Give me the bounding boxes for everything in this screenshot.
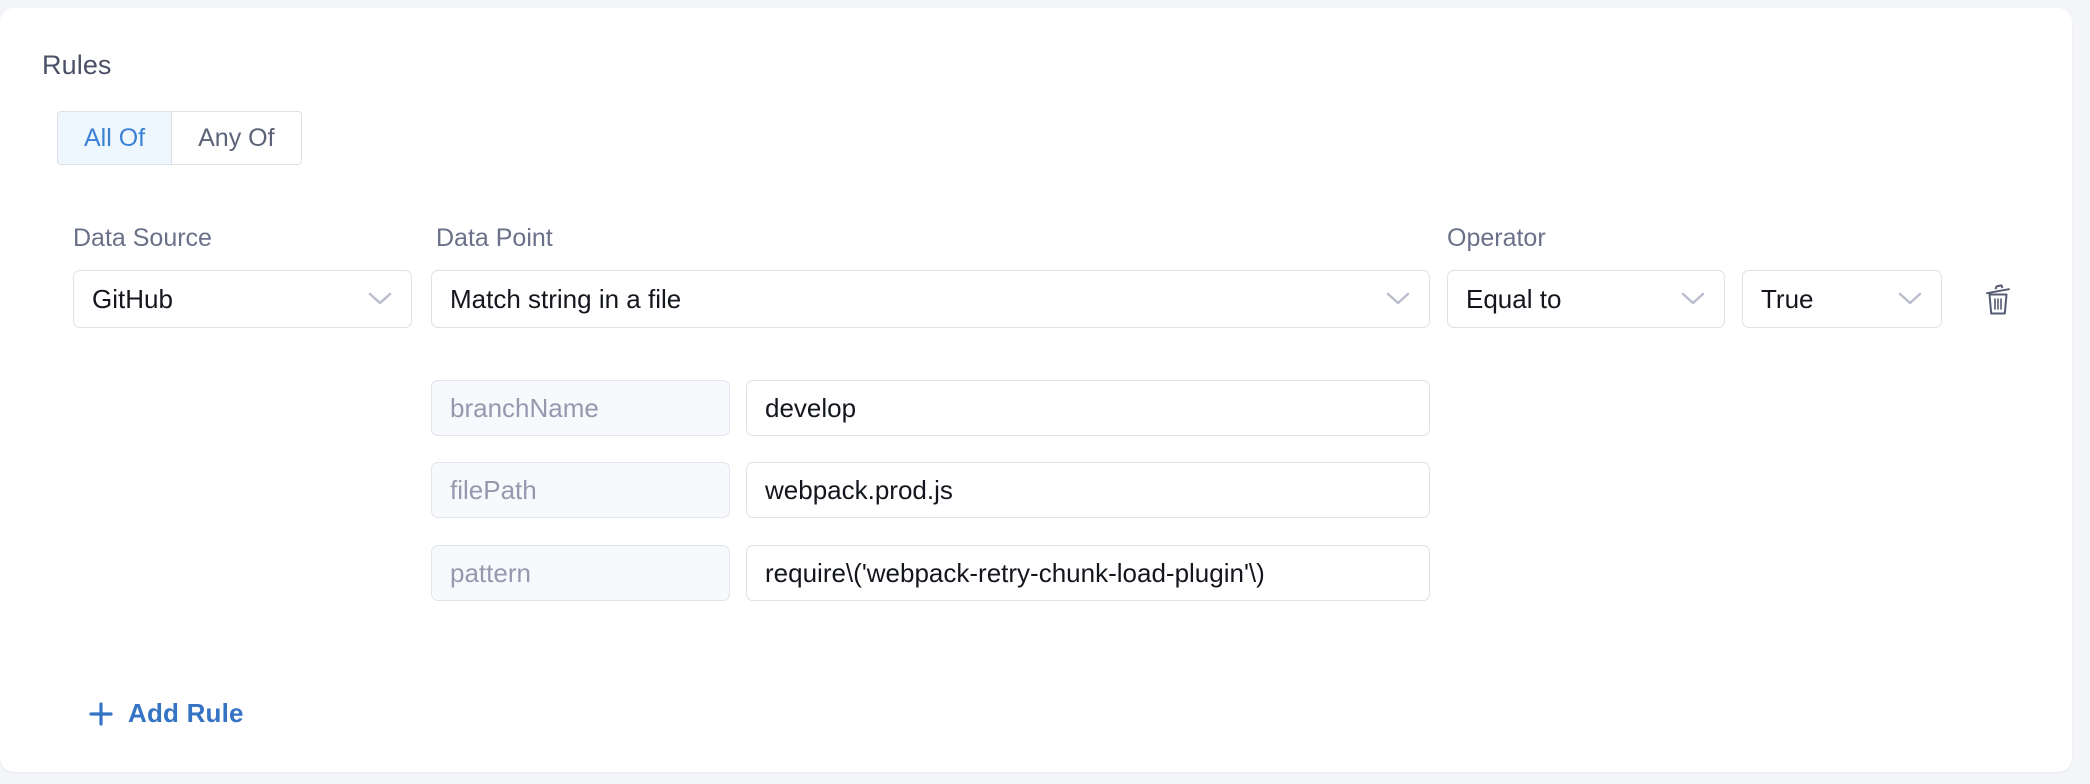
operator-label: Operator	[1447, 224, 1546, 252]
parameter-key-pattern: pattern	[431, 545, 730, 601]
rules-panel-card: Rules All Of Any Of Data Source Data Poi…	[0, 8, 2072, 772]
trash-icon	[1986, 284, 2010, 315]
data-source-label: Data Source	[73, 224, 212, 252]
parameter-row: filePath webpack.prod.js	[0, 462, 2072, 518]
data-source-value: GitHub	[92, 283, 173, 314]
match-mode-all-of-button[interactable]: All Of	[58, 112, 172, 164]
parameter-value-filepath[interactable]: webpack.prod.js	[746, 462, 1430, 518]
add-rule-button[interactable]: Add Rule	[88, 698, 244, 729]
delete-rule-button[interactable]	[1978, 280, 2018, 320]
match-mode-toggle-group: All Of Any Of	[57, 111, 302, 165]
parameter-value-pattern[interactable]: require\('webpack-retry-chunk-load-plugi…	[746, 545, 1430, 601]
chevron-down-icon	[1893, 292, 1927, 306]
data-point-label: Data Point	[436, 224, 553, 252]
data-source-select[interactable]: GitHub	[73, 270, 412, 328]
data-point-value: Match string in a file	[450, 283, 682, 314]
operator-select[interactable]: Equal to	[1447, 270, 1725, 328]
chevron-down-icon	[1381, 292, 1415, 306]
parameter-value-branchname[interactable]: develop	[746, 380, 1430, 436]
parameter-key-filepath: filePath	[431, 462, 730, 518]
parameter-key-branchname: branchName	[431, 380, 730, 436]
plus-icon	[88, 701, 114, 727]
add-rule-label: Add Rule	[128, 698, 244, 728]
operator-comparison-value-select[interactable]: True	[1742, 270, 1942, 328]
chevron-down-icon	[1676, 292, 1710, 306]
parameter-row: pattern require\('webpack-retry-chunk-lo…	[0, 545, 2072, 601]
parameter-row: branchName develop	[0, 380, 2072, 436]
page-title: Rules	[42, 50, 112, 80]
data-point-select[interactable]: Match string in a file	[431, 270, 1430, 328]
operator-value: Equal to	[1466, 283, 1562, 314]
match-mode-any-of-button[interactable]: Any Of	[171, 112, 301, 164]
chevron-down-icon	[363, 292, 397, 306]
operator-comparison-value: True	[1761, 283, 1814, 314]
